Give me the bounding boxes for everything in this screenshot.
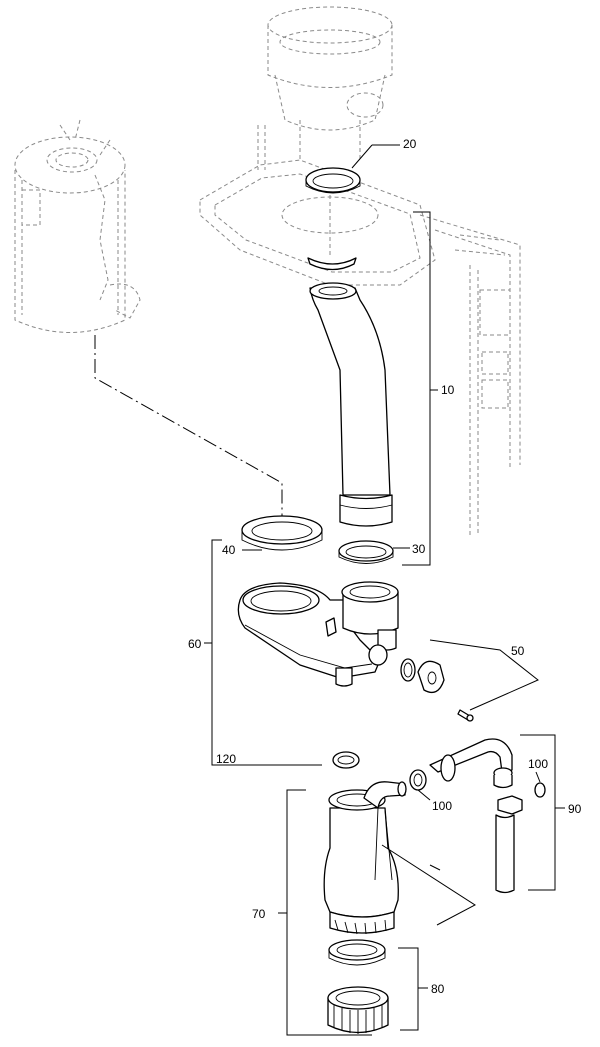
ghost-right-frame: [419, 214, 521, 535]
ring-seal-40: [241, 515, 323, 551]
callout-100-left: 100: [432, 799, 452, 813]
seal-and-nut-80: [327, 939, 389, 1034]
callout-20: 20: [403, 137, 417, 151]
ring-seal-20: [305, 167, 361, 194]
ring-seal-30: [338, 540, 394, 564]
callout-80: 80: [431, 982, 445, 996]
callout-100-right: 100: [528, 757, 548, 771]
ghost-water-tank: [14, 119, 141, 333]
tank-connection-line: [94, 335, 283, 520]
elbow-hose-90: [409, 738, 546, 894]
small-seal-120: [332, 751, 360, 769]
callout-60: 60: [188, 637, 202, 651]
callout-40: 40: [222, 543, 236, 557]
connecting-pipe-10: [309, 282, 393, 527]
callout-120: 120: [216, 752, 236, 766]
callout-30: 30: [412, 542, 426, 556]
lower-cartridge-70: [323, 781, 407, 935]
cap-assembly-50: [400, 658, 474, 722]
callout-50: 50: [511, 644, 525, 658]
callout-10: 10: [441, 383, 455, 397]
callout-90: 90: [568, 802, 582, 816]
seal-20-lower-ghost: [307, 257, 357, 271]
ghost-upper-housing: [267, 6, 393, 160]
callout-70: 70: [252, 907, 266, 921]
ghost-bracket-plate: [199, 125, 436, 286]
valve-body-60: [237, 581, 399, 687]
